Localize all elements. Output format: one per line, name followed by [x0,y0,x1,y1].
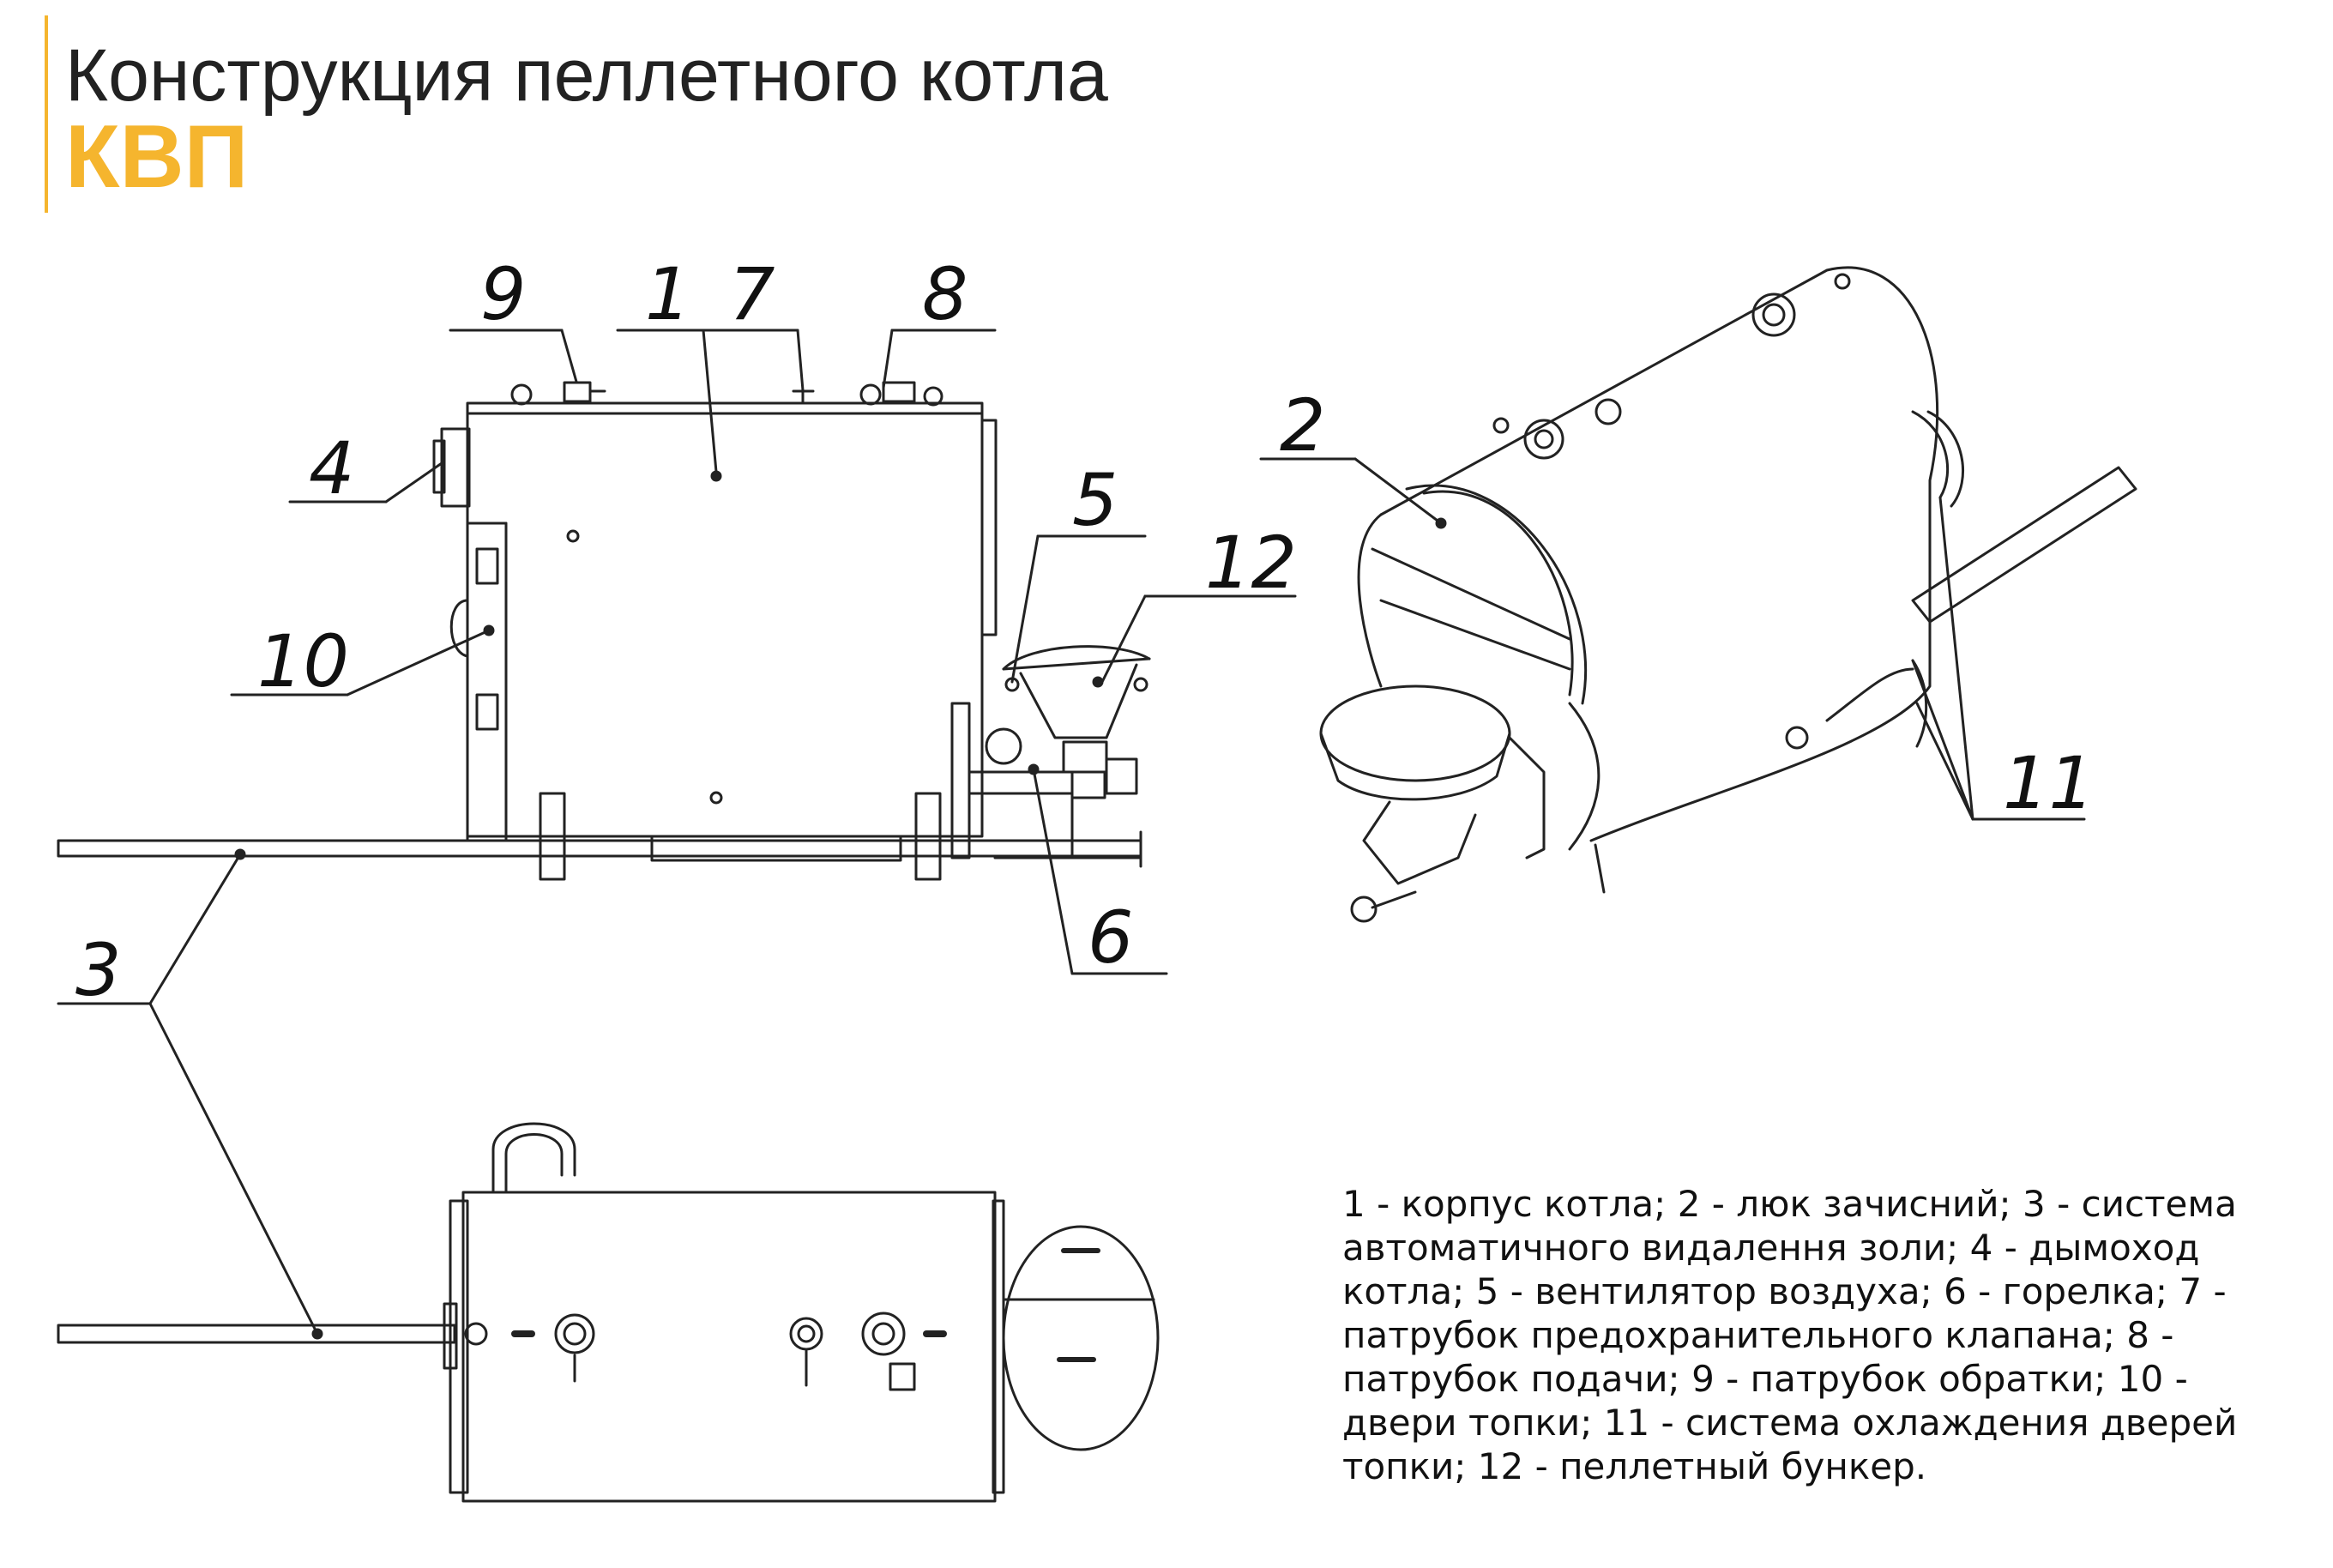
page-subtitle-model: КВП [65,107,249,207]
callout-10: 10 [257,619,349,703]
callout-2: 2 [1280,383,1325,467]
legend-item: 2 - люк зачисний; [1677,1183,2011,1225]
legend-item: 10 - двери топки; [1342,1358,2188,1444]
ash-removal-tube-iso [1911,466,2137,624]
callout-3: 3 [75,928,121,1012]
page-title: Конструкция пеллетного котла [65,34,1108,117]
burner-iso [1319,684,1511,782]
legend-item: 4 - дымоход котла; [1342,1227,2200,1312]
firebox-door [466,522,508,842]
boiler-body-outline [466,401,984,838]
boiler-body-top [461,1191,997,1503]
callout-12: 12 [1205,521,1297,605]
chimney [440,427,471,508]
callout-9: 9 [480,252,526,336]
callout-4: 4 [309,426,354,510]
legend-item: 8 - патрубок подачи; [1342,1314,2174,1400]
ash-removal-tube-top [57,1324,456,1344]
legend-item: 5 - вентилятор воздуха; [1475,1270,1932,1312]
side-view [57,329,1297,975]
legend-item: 9 - патрубок обратки; [1691,1358,2107,1400]
legend-text: 1 - корпус котла; 2 - люк зачисний; 3 - … [1342,1182,2294,1488]
callout-labels: 1 2 3 4 5 6 7 8 9 10 11 12 [75,252,2095,1012]
ash-removal-tube-side [57,839,1142,858]
isometric-view [1259,266,2137,923]
callout-11: 11 [2003,741,2095,825]
callout-6: 6 [1088,896,1133,980]
legend-item: 3 - система автоматичного видалення золи… [1342,1183,2237,1269]
burner [950,702,1142,859]
legend-item: 7 - патрубок предохранительного клапана; [1342,1270,2227,1356]
callout-1: 1 [645,252,690,336]
boiler-cylinder [1379,266,1939,842]
legend-item: 6 - горелка; [1944,1270,2168,1312]
title-accent-bar [45,15,48,213]
callout-7: 7 [729,252,775,336]
cleaning-hatch-top [1002,1225,1160,1451]
callout-8: 8 [922,252,968,336]
legend-item: 1 - корпус котла; [1342,1183,1667,1225]
callout-5: 5 [1072,458,1118,542]
legend-item: 11 - система охлаждения дверей топки; [1342,1402,2238,1487]
top-view [57,853,1160,1503]
pellet-bunker [1002,645,1151,739]
legend-item: 12 - пеллетный бункер. [1477,1445,1927,1487]
